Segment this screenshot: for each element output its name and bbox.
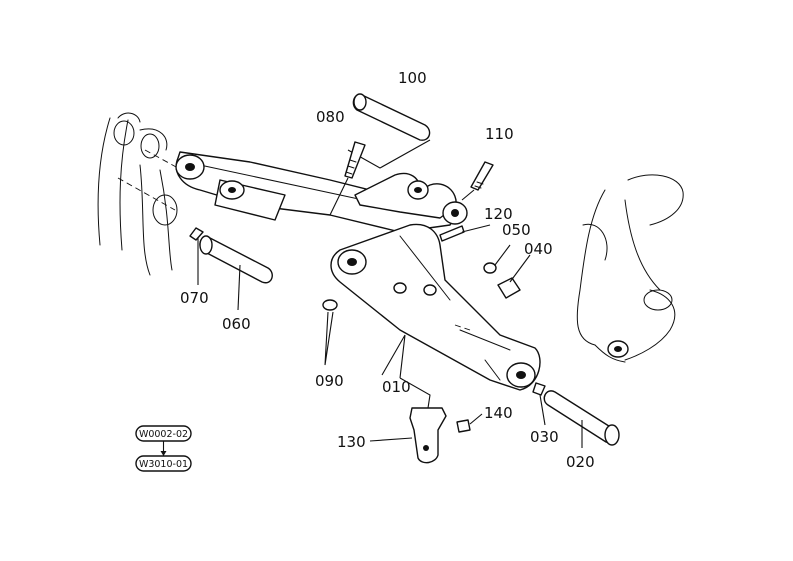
label-040: 040 bbox=[524, 240, 553, 258]
pin-060 bbox=[199, 235, 273, 311]
label-100: 100 bbox=[398, 69, 427, 87]
left-mount-bracket bbox=[97, 112, 201, 276]
label-140: 140 bbox=[484, 404, 513, 422]
ref-badge-bottom: W3010-01 bbox=[135, 455, 192, 472]
label-080: 080 bbox=[316, 108, 345, 126]
pivot-mount-block bbox=[354, 172, 468, 225]
label-060: 060 bbox=[222, 315, 251, 333]
pin-020 bbox=[543, 390, 620, 448]
label-070: 070 bbox=[180, 289, 209, 307]
bracket-130 bbox=[369, 377, 447, 464]
label-110: 110 bbox=[485, 125, 514, 143]
pin-100 bbox=[347, 93, 431, 169]
label-120: 120 bbox=[484, 205, 513, 223]
bolt-110 bbox=[461, 161, 494, 201]
label-050: 050 bbox=[502, 221, 531, 239]
label-020: 020 bbox=[566, 453, 595, 471]
label-010: 010 bbox=[382, 378, 411, 396]
pin-120 bbox=[439, 224, 491, 242]
boom-arm bbox=[330, 223, 541, 391]
ref-text-bottom: W3010-01 bbox=[139, 459, 188, 470]
label-130: 130 bbox=[337, 433, 366, 451]
label-030: 030 bbox=[530, 428, 559, 446]
bolt-070 bbox=[189, 227, 204, 285]
upper-link-bar bbox=[175, 151, 461, 233]
plate-040 bbox=[497, 254, 531, 299]
label-090: 090 bbox=[315, 372, 344, 390]
bolt-140 bbox=[456, 413, 483, 433]
right-pivot-bracket bbox=[576, 174, 684, 363]
leader-010 bbox=[381, 334, 406, 379]
ref-text-top: W0002-02 bbox=[139, 429, 188, 440]
washer-090 bbox=[322, 299, 338, 366]
ref-badge-top: W0002-02 bbox=[135, 425, 192, 442]
bolt-030 bbox=[532, 382, 546, 426]
bolt-080 bbox=[329, 141, 366, 216]
bolt-050 bbox=[483, 244, 511, 274]
ref-arrow-icon bbox=[160, 451, 167, 456]
